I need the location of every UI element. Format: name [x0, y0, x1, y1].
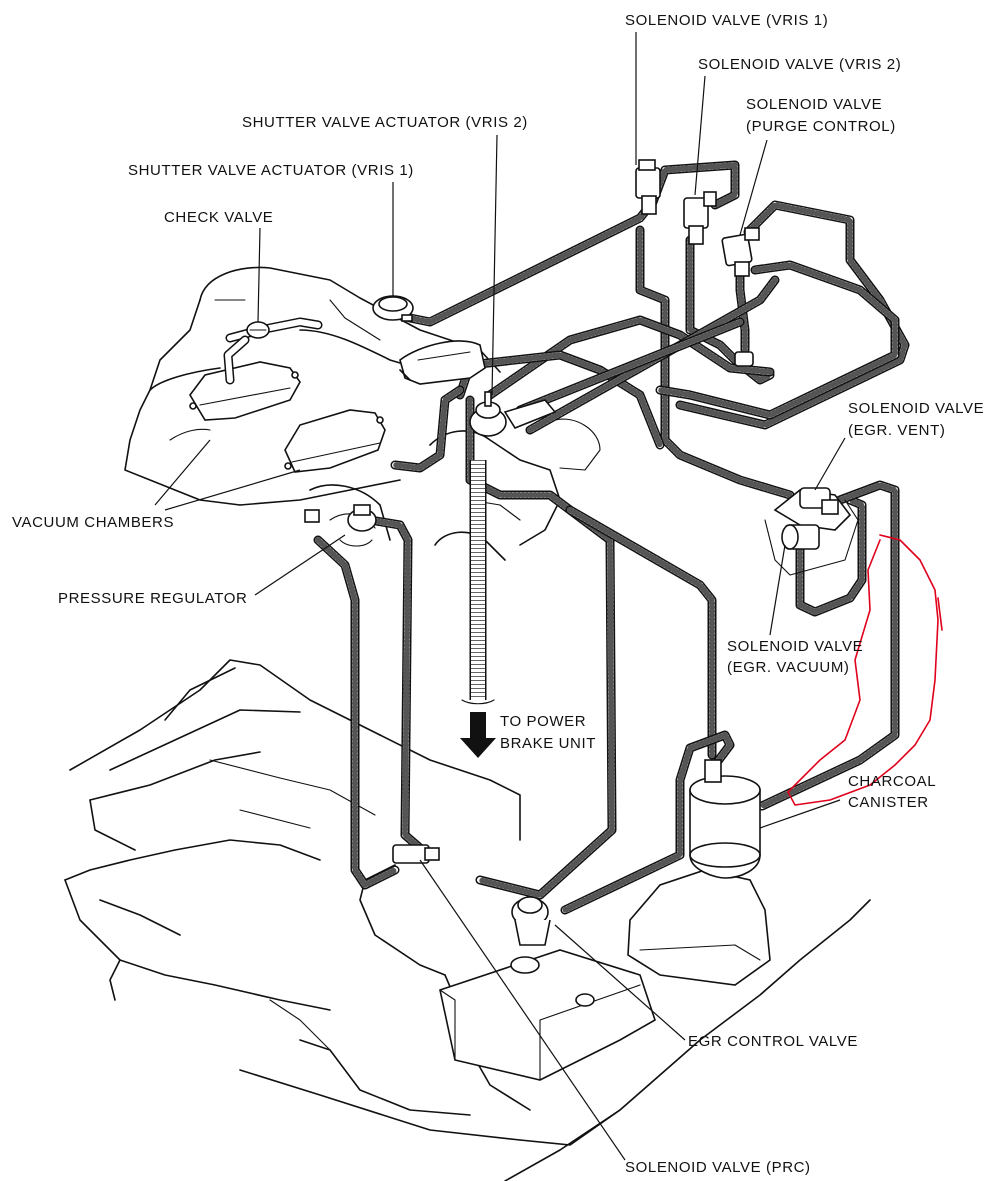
egr-control-valve-part	[511, 896, 551, 946]
shutter-valve-actuator-vris1-part	[372, 295, 414, 322]
pressure-regulator-part	[304, 504, 377, 547]
label-pressure-regulator: PRESSURE REGULATOR	[58, 590, 248, 607]
vacuum-chamber-2	[284, 409, 386, 473]
label-solenoid-egr-vent-line2: (EGR. VENT)	[848, 422, 946, 439]
junction-fitting	[734, 351, 754, 367]
battery-box	[439, 949, 656, 1081]
label-vacuum-chambers: VACUUM CHAMBERS	[12, 514, 175, 531]
solenoid-valve-vris2-part	[683, 191, 717, 245]
label-solenoid-purge-line2: (PURGE CONTROL)	[746, 118, 896, 135]
solenoid-valve-vris1-part	[635, 159, 661, 215]
intake-manifold-outline	[124, 266, 501, 506]
shutter-valve-actuator-vris2-part	[469, 391, 557, 437]
label-solenoid-egr-vent-line1: SOLENOID VALVE	[848, 400, 985, 417]
solenoid-valve-purge-control-part	[721, 227, 760, 277]
label-shutter-vris1: SHUTTER VALVE ACTUATOR (VRIS 1)	[128, 162, 414, 179]
washer-tank	[627, 869, 771, 986]
solenoid-valve-prc-part	[392, 844, 440, 864]
label-solenoid-purge-line1: SOLENOID VALVE	[746, 96, 883, 113]
label-solenoid-egr-vacuum-line1: SOLENOID VALVE	[727, 638, 864, 655]
vris-actuator-housing	[399, 340, 486, 385]
solenoid-valve-egr-vent-part	[773, 487, 852, 531]
leader-lines	[154, 32, 846, 1161]
down-arrow-icon	[460, 712, 496, 758]
label-shutter-vris2: SHUTTER VALVE ACTUATOR (VRIS 2)	[242, 114, 528, 131]
label-power-brake-line2: BRAKE UNIT	[500, 735, 597, 752]
charcoal-canister-part	[689, 759, 761, 879]
red-annotation-outline	[787, 534, 943, 806]
label-solenoid-vris2: SOLENOID VALVE (VRIS 2)	[698, 56, 902, 73]
label-charcoal-line1: CHARCOAL	[848, 773, 937, 790]
label-power-brake-line1: TO POWER	[500, 713, 587, 730]
label-check-valve: CHECK VALVE	[164, 209, 274, 226]
solenoid-valve-egr-vacuum-part	[764, 499, 859, 576]
check-valve-part	[246, 321, 270, 339]
label-solenoid-egr-vacuum-line2: (EGR. VACUUM)	[727, 659, 850, 676]
label-solenoid-vris1: SOLENOID VALVE (VRIS 1)	[625, 12, 829, 29]
label-charcoal-line2: CANISTER	[848, 794, 929, 811]
label-egr-control-valve: EGR CONTROL VALVE	[688, 1033, 858, 1050]
vacuum-chamber-1	[189, 361, 301, 421]
power-brake-hose	[461, 460, 495, 705]
label-solenoid-prc: SOLENOID VALVE (PRC)	[625, 1159, 811, 1176]
